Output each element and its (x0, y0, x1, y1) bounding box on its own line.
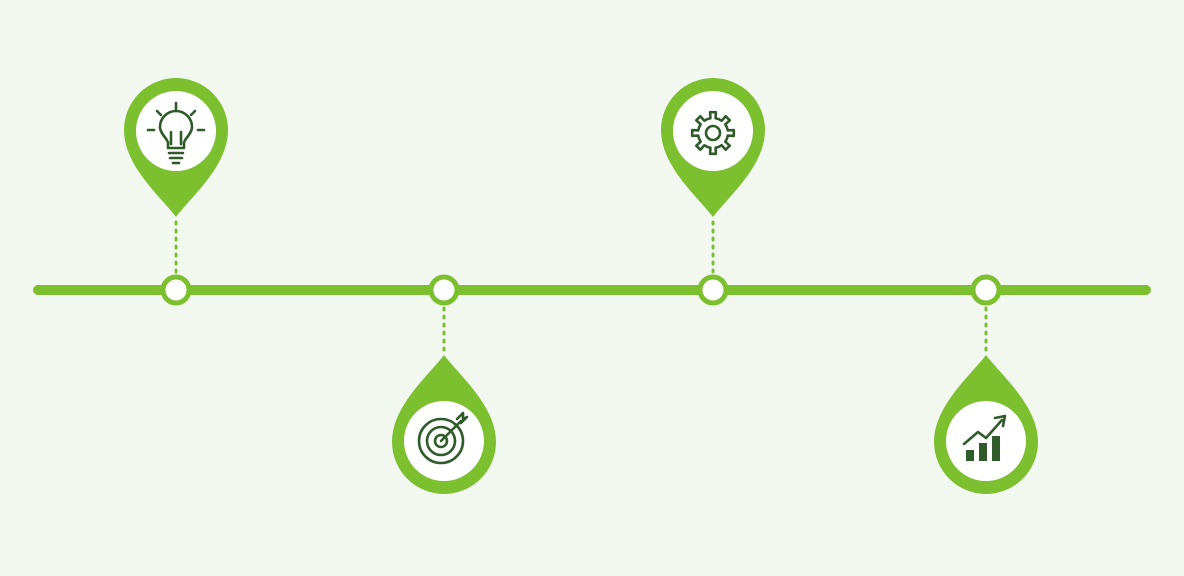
milestone-1 (124, 78, 228, 306)
lightbulb-icon (146, 101, 206, 165)
milestone-3-node (697, 274, 729, 306)
milestone-2-node (428, 274, 460, 306)
gear-icon (690, 110, 736, 156)
milestone-3-pin (661, 78, 765, 217)
target-icon (417, 411, 469, 465)
milestone-2 (392, 274, 496, 494)
growth-chart-icon (962, 414, 1007, 461)
milestone-3 (661, 78, 765, 306)
milestone-4-node (970, 274, 1002, 306)
milestone-4 (934, 274, 1038, 494)
milestone-1-node (160, 274, 192, 306)
